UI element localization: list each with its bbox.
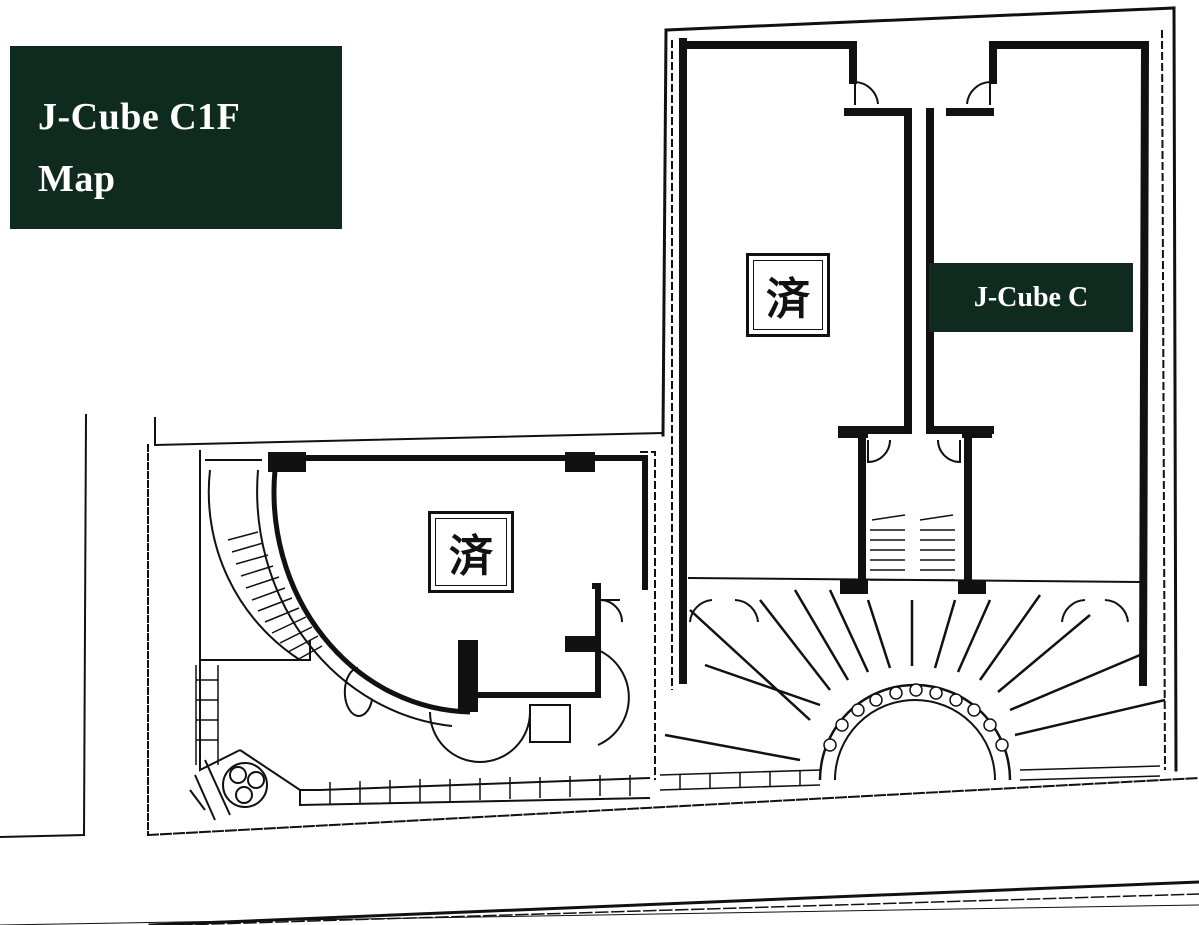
street-edge-left [0, 413, 88, 839]
fan-plaza-dots [823, 683, 1009, 752]
planter-tree-icon [189, 759, 268, 821]
outer-wall-right-block [664, 6, 1178, 772]
outer-wall-left-block [154, 417, 665, 447]
map-title-box: J-Cube C1F Map [10, 46, 342, 229]
map-title: J-Cube C1F [38, 96, 241, 138]
road-edge [148, 880, 1199, 925]
room-label-j-cube-c: J-Cube C [929, 263, 1133, 332]
fan-plaza [664, 589, 1166, 781]
occupied-mark-lower: 済 [428, 511, 514, 593]
railing [329, 765, 1161, 805]
map-subtitle: Map [38, 158, 116, 200]
staircase-center [870, 514, 955, 581]
occupied-mark-upper: 済 [746, 253, 830, 337]
staircase-left [227, 531, 323, 661]
